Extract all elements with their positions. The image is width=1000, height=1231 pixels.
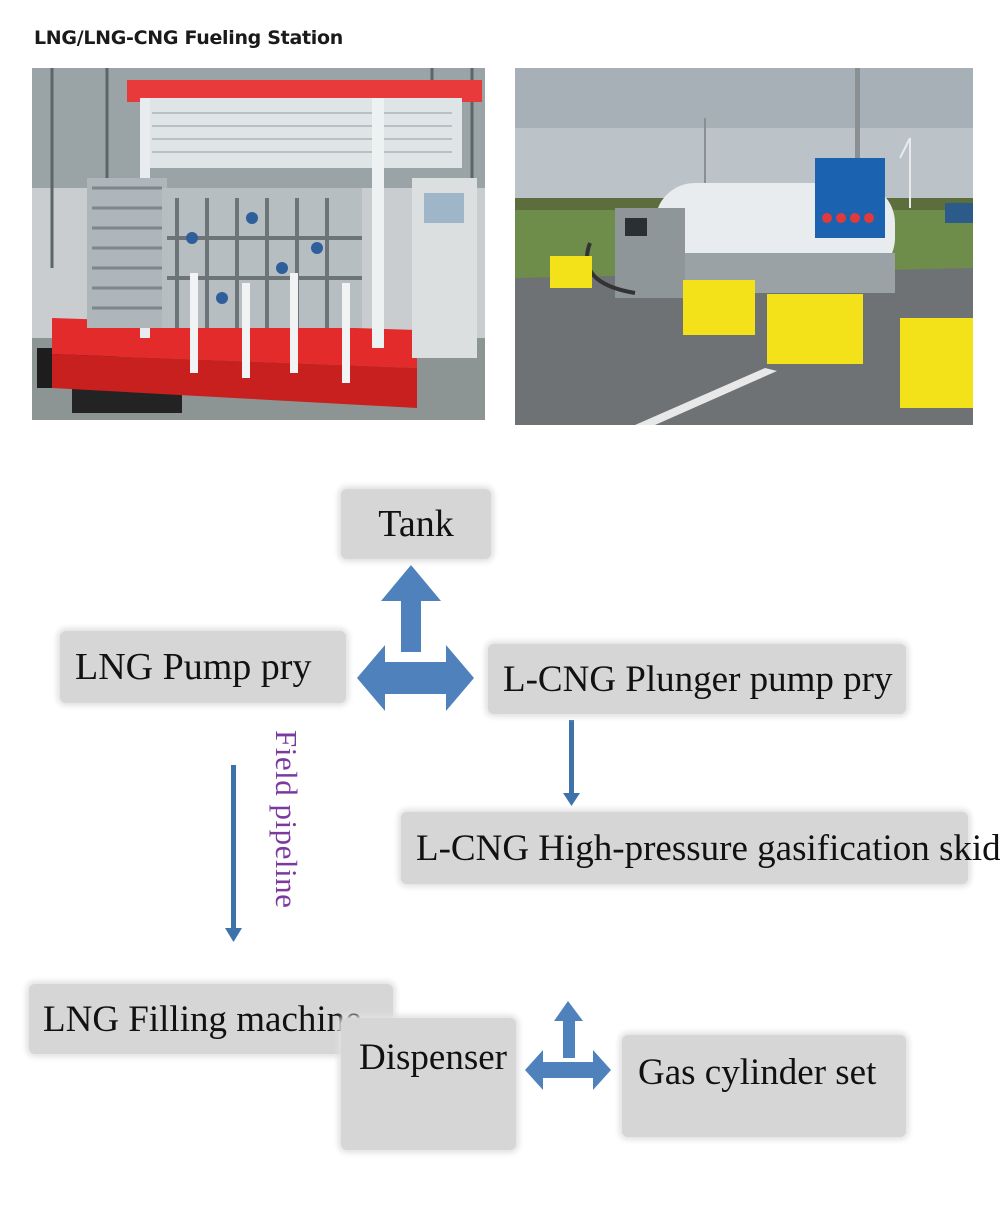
gas-cylinder-set-label: Gas cylinder set bbox=[638, 1052, 877, 1093]
field-pipeline-label: Field pipeline bbox=[269, 730, 304, 909]
tank-four-way-arrow bbox=[357, 565, 474, 711]
dispenser-box: Dispenser bbox=[341, 1018, 516, 1150]
lng-filling-machine-box: LNG Filling machine bbox=[29, 984, 393, 1054]
page-title: LNG/LNG-CNG Fueling Station bbox=[34, 27, 343, 49]
plunger-to-gasification-arrow bbox=[563, 720, 580, 806]
gas-cylinder-set-box: Gas cylinder set bbox=[622, 1035, 906, 1137]
dispenser-t-arrow bbox=[525, 1001, 611, 1090]
lcng-plunger-pump-pry-box: L-CNG Plunger pump pry bbox=[488, 644, 906, 714]
lcng-gasification-skid-box: L-CNG High-pressure gasification skid bbox=[401, 812, 1000, 884]
tank-label: Tank bbox=[378, 503, 454, 545]
lcng-plunger-pump-pry-label: L-CNG Plunger pump pry bbox=[503, 658, 893, 700]
dispenser-label: Dispenser bbox=[359, 1037, 507, 1078]
lng-filling-machine-label: LNG Filling machine bbox=[43, 998, 362, 1040]
lng-pump-pry-label: LNG Pump pry bbox=[75, 646, 312, 688]
lcng-gasification-skid-label: L-CNG High-pressure gasification skid bbox=[416, 827, 1000, 869]
field-pipeline-arrow bbox=[225, 765, 242, 942]
lng-skid-photo bbox=[32, 68, 485, 420]
outdoor-station-photo bbox=[515, 68, 973, 425]
lng-pump-pry-box: LNG Pump pry bbox=[60, 631, 346, 703]
tank-box: Tank bbox=[341, 489, 491, 559]
